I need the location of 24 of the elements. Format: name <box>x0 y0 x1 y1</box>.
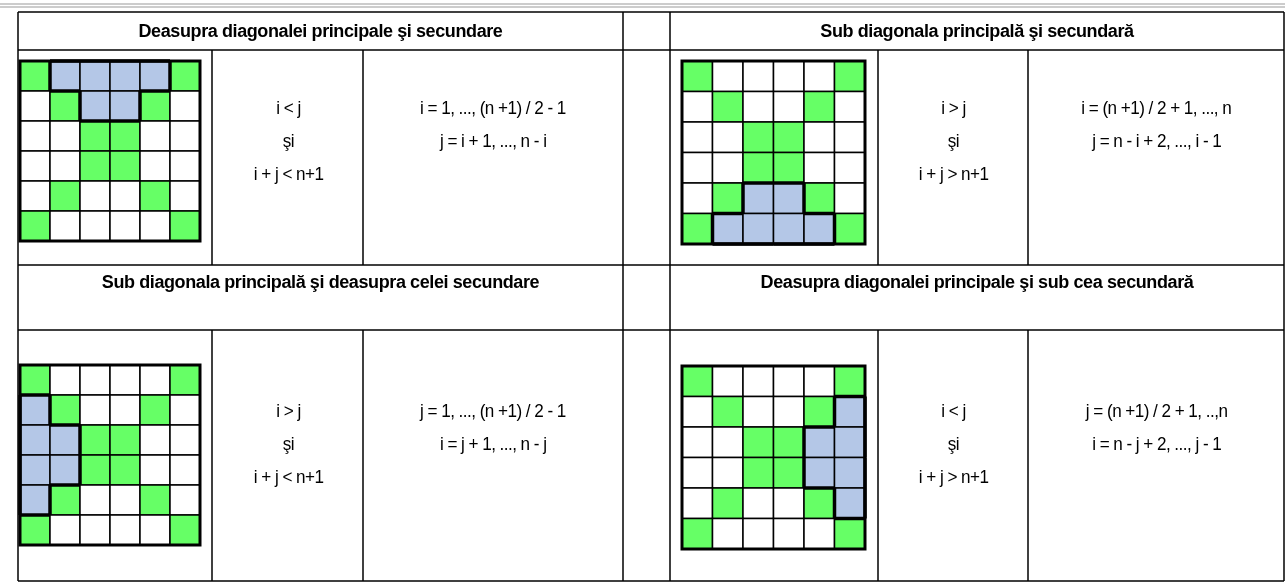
condition-text: i + j < n+1 <box>253 163 323 185</box>
condition-text: şi <box>282 433 294 455</box>
index-range-text: i = (n +1) / 2 + 1, ..., n <box>1080 97 1231 119</box>
column-heading: Sub diagonala principală şi secundară <box>819 20 1135 43</box>
condition-text: şi <box>947 433 959 455</box>
index-range-text: j = n - i + 2, ..., i - 1 <box>1091 130 1221 152</box>
condition-text: i + j < n+1 <box>253 466 323 488</box>
index-range-text: i = 1, ..., (n +1) / 2 - 1 <box>420 97 566 119</box>
condition-text: şi <box>282 130 294 152</box>
condition-text: i < j <box>275 97 301 119</box>
index-range-text: i = n - j + 2, ..., j - 1 <box>1091 433 1221 455</box>
condition-text: i > j <box>940 97 966 119</box>
condition-text: şi <box>947 130 959 152</box>
index-range-text: j = i + 1, ..., n - i <box>439 130 547 152</box>
condition-text: i + j > n+1 <box>918 163 988 185</box>
column-heading: Deasupra diagonalei principale şi secundare <box>137 20 504 43</box>
column-heading: Sub diagonala principală şi deasupra celei secundare <box>100 271 541 294</box>
condition-text: i < j <box>940 400 966 422</box>
condition-text: i + j > n+1 <box>918 466 988 488</box>
index-range-text: j = 1, ..., (n +1) / 2 - 1 <box>420 400 566 422</box>
index-range-text: j = (n +1) / 2 + 1, ..,n <box>1085 400 1227 422</box>
column-heading: Deasupra diagonalei principale şi sub cea secundară <box>759 271 1195 294</box>
condition-text: i > j <box>275 400 301 422</box>
index-range-text: i = j + 1, ..., n - j <box>439 433 547 455</box>
